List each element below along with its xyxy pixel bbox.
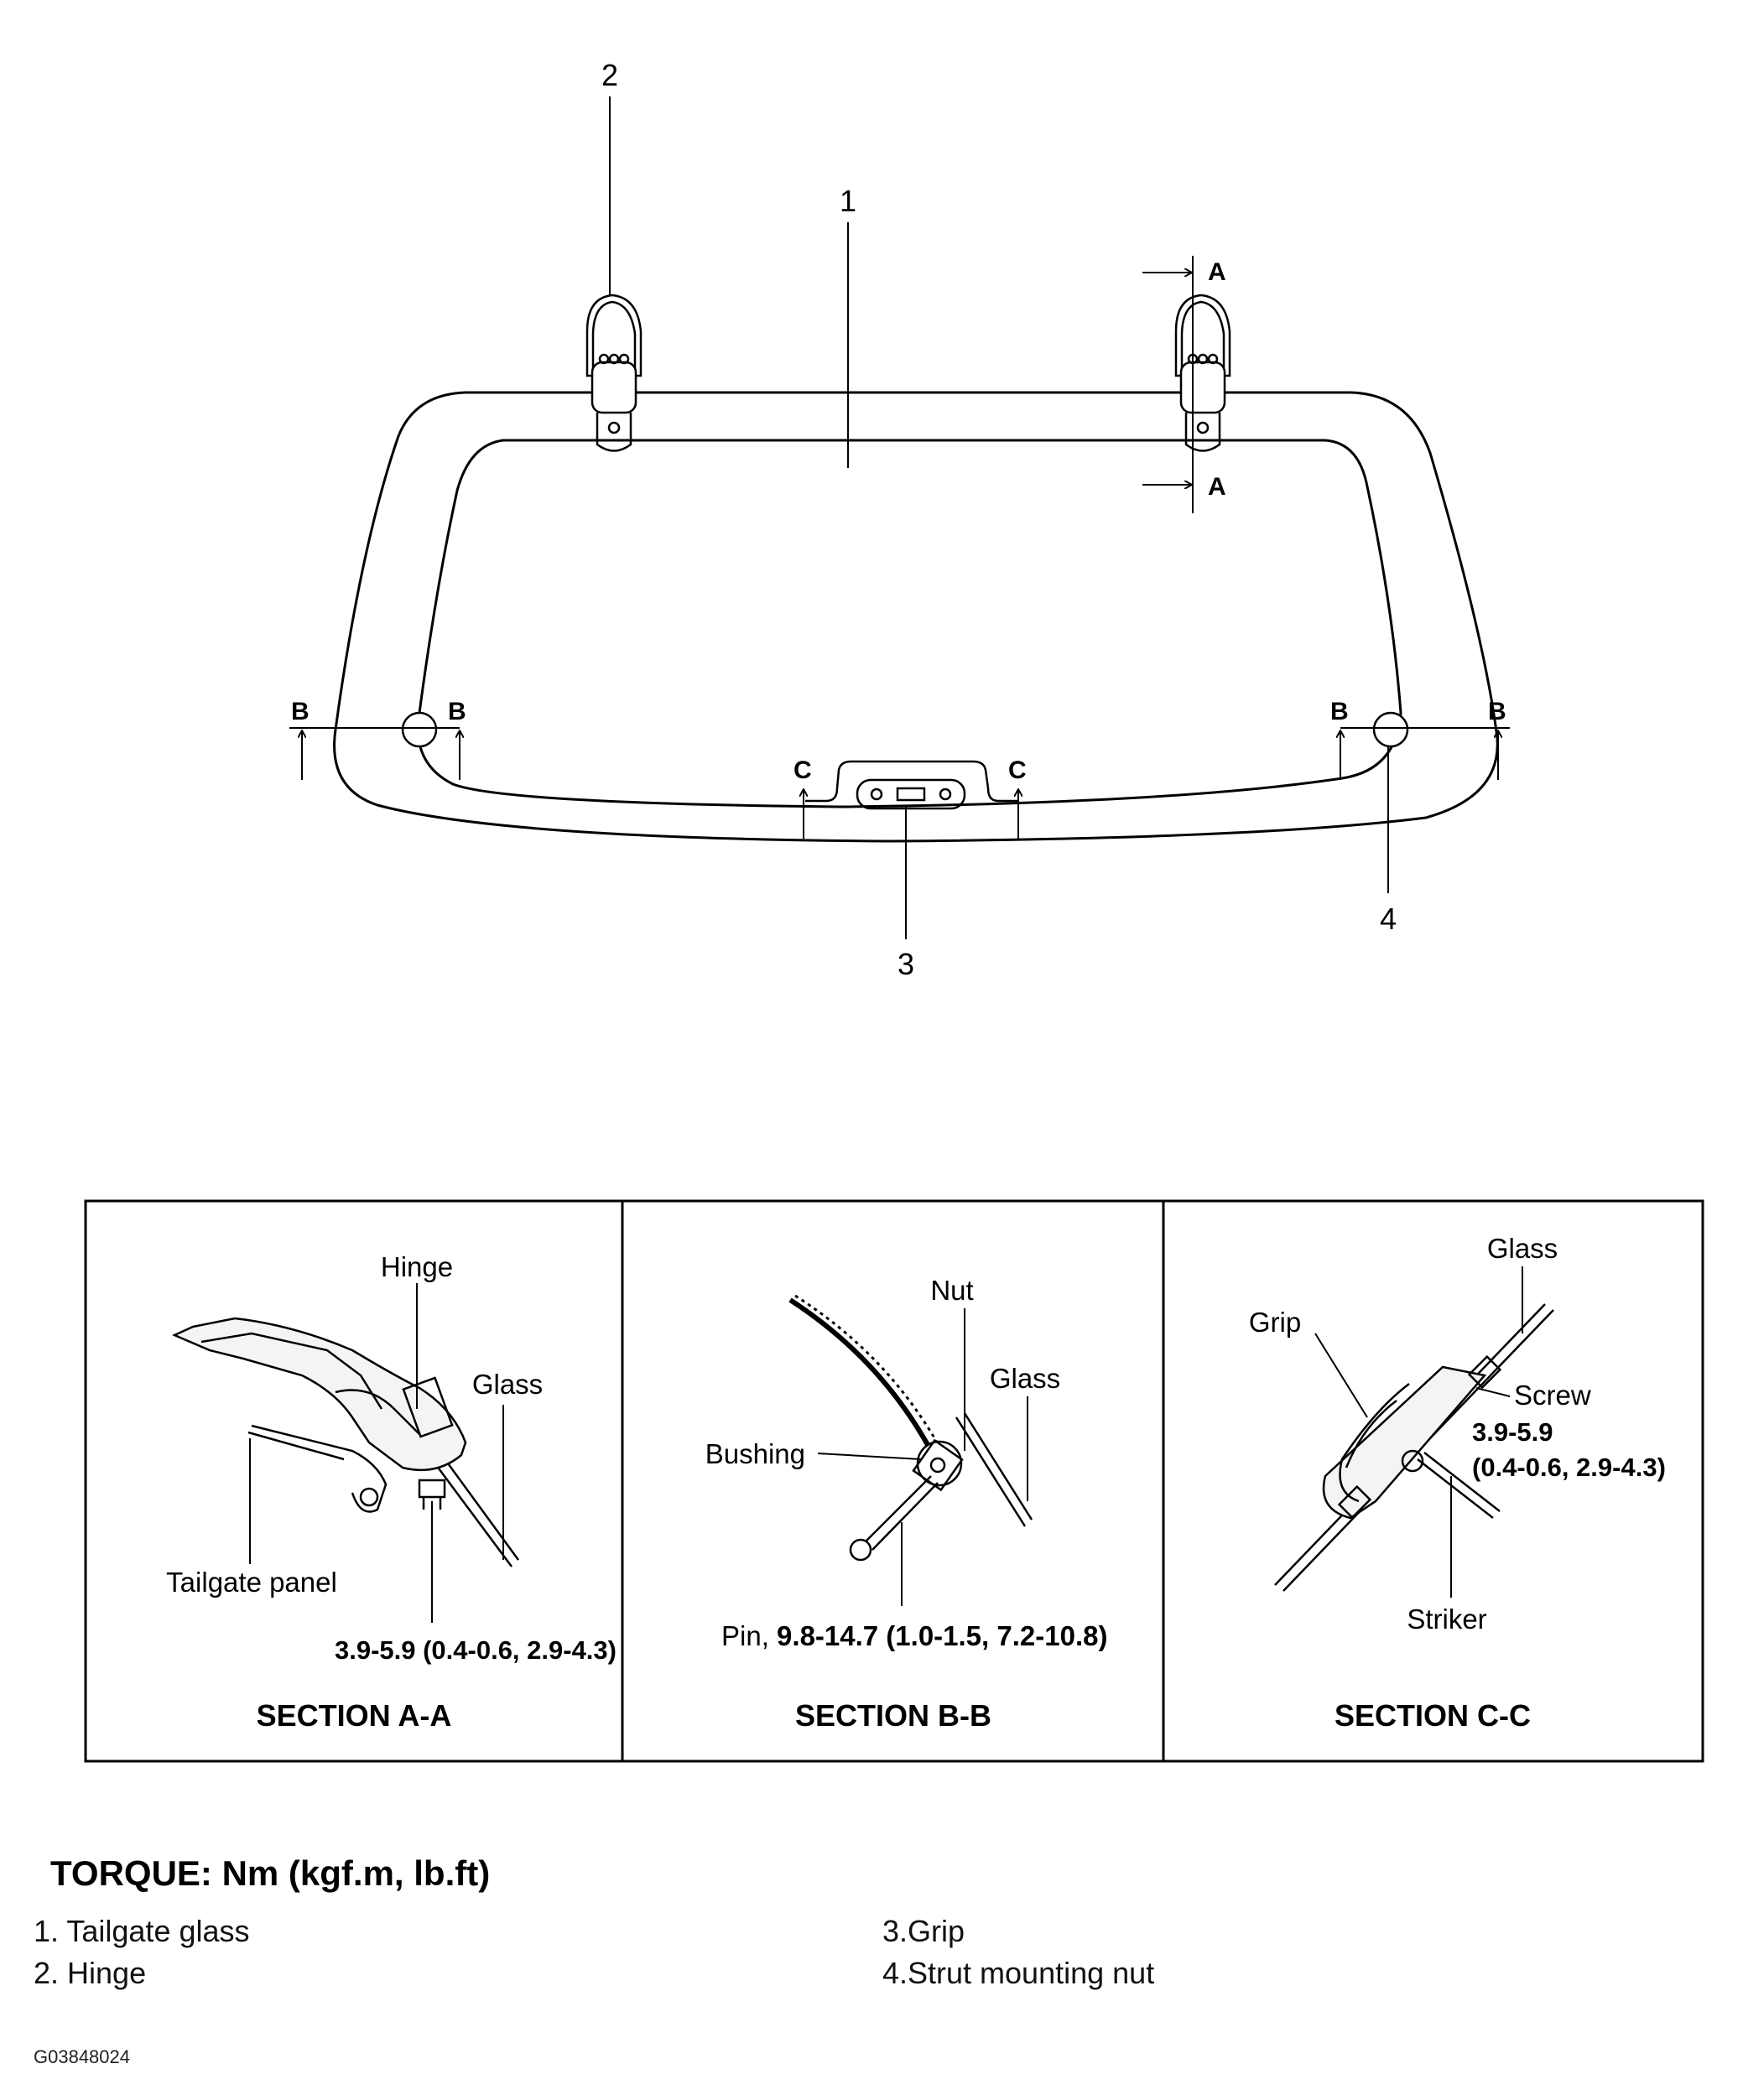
section-cc-torque-2: (0.4-0.6, 2.9-4.3) xyxy=(1472,1453,1666,1482)
section-aa-tailgate-panel-label: Tailgate panel xyxy=(166,1567,337,1598)
section-cc-screw-label: Screw xyxy=(1514,1380,1591,1411)
section-aa-hinge-label: Hinge xyxy=(381,1251,453,1282)
section-bb-glass-label: Glass xyxy=(990,1363,1060,1394)
legend-item-3: 3.Grip xyxy=(882,1914,965,1948)
section-cc-title: SECTION C-C xyxy=(1335,1698,1531,1733)
section-bb-pin-label: Pin, 9.8-14.7 (1.0-1.5, 7.2-10.8) xyxy=(721,1620,1107,1651)
section-mark-c-2: C xyxy=(1008,756,1027,784)
section-mark-c-1: C xyxy=(793,756,812,784)
callout-3: 3 xyxy=(898,947,914,981)
section-bb-title: SECTION B-B xyxy=(795,1698,991,1733)
section-mark-b-2: B xyxy=(448,698,466,725)
section-bb-leaders xyxy=(817,1308,1028,1606)
section-aa-drawing xyxy=(171,1317,520,1567)
section-bb-drawing xyxy=(788,1294,1033,1562)
section-mark-b-4: B xyxy=(1488,698,1506,725)
section-cc-grip-label: Grip xyxy=(1249,1307,1301,1338)
section-cc-leaders xyxy=(1314,1266,1523,1598)
callout-1: 1 xyxy=(840,184,856,218)
section-bb-bushing-label: Bushing xyxy=(705,1438,805,1469)
section-mark-b-1: B xyxy=(291,698,310,725)
section-mark-a-top: A xyxy=(1208,258,1226,286)
section-mark-b-3: B xyxy=(1330,698,1349,725)
grip xyxy=(805,760,1019,810)
section-aa-glass-label: Glass xyxy=(472,1369,543,1400)
figure-code: G03848024 xyxy=(34,2046,130,2067)
section-cc-glass-label: Glass xyxy=(1487,1233,1558,1264)
section-bb-nut-label: Nut xyxy=(930,1275,973,1306)
strut-mount-left xyxy=(401,711,438,748)
section-lines xyxy=(289,256,1510,839)
section-cc-drawing xyxy=(1274,1303,1554,1592)
hinge-right xyxy=(1174,294,1231,452)
callout-leaders xyxy=(609,96,1389,939)
legend-item-1: 1. Tailgate glass xyxy=(34,1914,250,1948)
section-bb-pin-text: Pin, xyxy=(721,1620,777,1651)
section-mark-a-bottom: A xyxy=(1208,473,1226,501)
legend-item-4: 4.Strut mounting nut xyxy=(882,1956,1155,1990)
torque-heading: TORQUE: Nm (kgf.m, lb.ft) xyxy=(50,1853,491,1893)
hinge-left xyxy=(585,294,643,452)
section-aa-torque: 3.9-5.9 (0.4-0.6, 2.9-4.3) xyxy=(335,1635,617,1665)
section-aa-title: SECTION A-A xyxy=(257,1698,452,1733)
section-cc-torque-1: 3.9-5.9 xyxy=(1472,1417,1553,1447)
tailgate-glass-outline xyxy=(333,391,1499,843)
legend-item-2: 2. Hinge xyxy=(34,1956,147,1990)
strut-mount-right xyxy=(1372,711,1409,748)
section-bb-pin-torque: 9.8-14.7 (1.0-1.5, 7.2-10.8) xyxy=(777,1620,1107,1651)
section-cc-striker-label: Striker xyxy=(1407,1604,1486,1635)
callout-2: 2 xyxy=(601,58,618,92)
callout-4: 4 xyxy=(1380,902,1397,936)
section-panels-frame xyxy=(84,1199,1704,1763)
section-aa-leaders xyxy=(249,1283,504,1623)
